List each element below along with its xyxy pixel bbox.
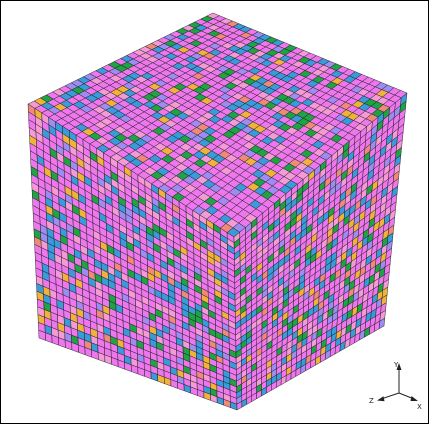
z-axis-label: Z xyxy=(369,397,374,405)
mesh-cell xyxy=(378,317,386,330)
x-axis-arrow xyxy=(410,396,418,401)
cube-top-face xyxy=(27,12,408,238)
z-axis-arrow xyxy=(377,396,385,402)
z-axis-line xyxy=(380,392,400,400)
cube-left-face xyxy=(27,103,238,411)
y-axis-label: Y xyxy=(393,361,399,369)
y-axis-arrow xyxy=(396,363,402,370)
x-axis-label: X xyxy=(417,403,422,411)
axis-triad: Y Z X xyxy=(369,361,422,411)
cube-right-face xyxy=(233,92,408,411)
